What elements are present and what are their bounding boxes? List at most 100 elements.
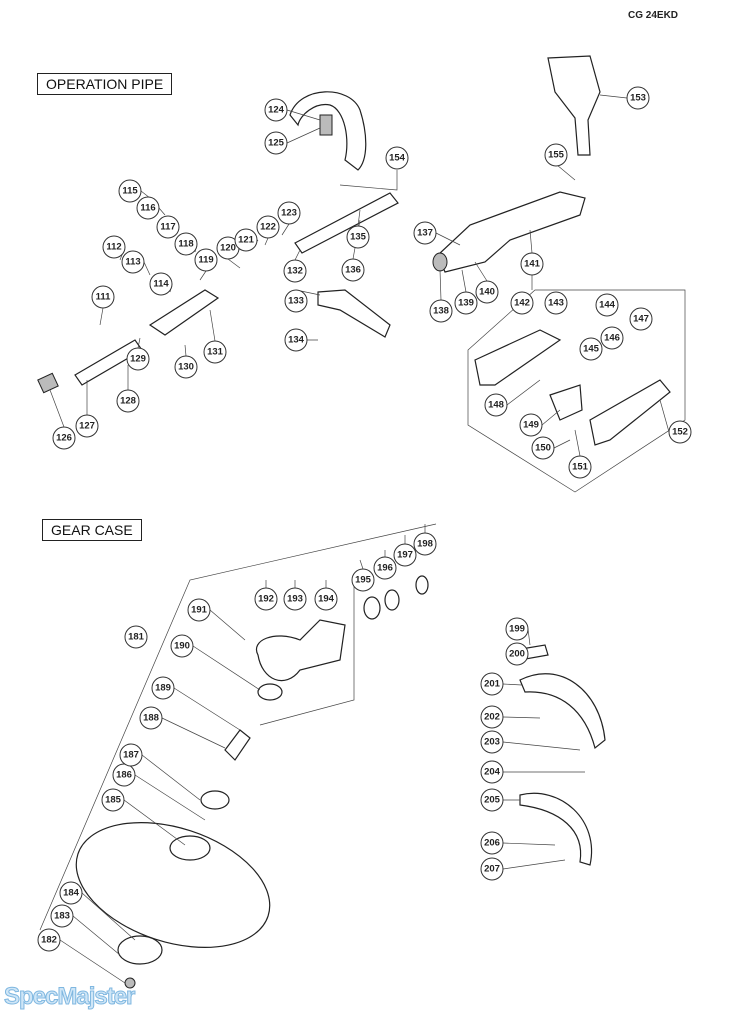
svg-text:147: 147 <box>633 314 649 325</box>
svg-text:153: 153 <box>630 93 646 104</box>
callout-143: 143 <box>544 291 568 315</box>
callouts: 111 112 113 114 115 116 117 118 119 120 … <box>37 86 692 952</box>
callout-189: 189 <box>151 676 175 700</box>
callout-150: 150 <box>531 436 555 460</box>
callout-196: 196 <box>373 556 397 580</box>
svg-text:133: 133 <box>288 296 304 307</box>
svg-text:124: 124 <box>268 105 285 116</box>
loop-handle-part <box>289 91 367 171</box>
callout-144: 144 <box>595 293 619 317</box>
svg-text:196: 196 <box>377 563 393 574</box>
callout-140: 140 <box>475 280 499 304</box>
callout-201: 201 <box>480 672 504 696</box>
section-title-gear-case: GEAR CASE <box>42 519 142 541</box>
callout-187: 187 <box>119 743 143 767</box>
svg-text:116: 116 <box>140 203 155 214</box>
svg-text:140: 140 <box>479 287 495 298</box>
svg-text:207: 207 <box>484 864 500 875</box>
svg-text:189: 189 <box>155 683 171 694</box>
callout-200: 200 <box>505 642 529 666</box>
callout-203: 203 <box>480 730 504 754</box>
model-label: CG 24EKD <box>628 10 679 21</box>
housing-half-left-part <box>474 329 562 386</box>
callout-146: 146 <box>600 326 624 350</box>
svg-text:127: 127 <box>79 421 95 432</box>
svg-text:202: 202 <box>484 712 500 723</box>
svg-text:188: 188 <box>143 713 159 724</box>
svg-text:181: 181 <box>128 632 145 643</box>
operation-pipe-part <box>148 289 220 336</box>
svg-text:200: 200 <box>509 649 525 660</box>
svg-text:137: 137 <box>417 228 433 239</box>
callout-111: 111 <box>91 285 115 309</box>
svg-text:112: 112 <box>106 242 121 253</box>
callout-149: 149 <box>519 413 543 437</box>
throttle-housing-part <box>437 191 586 273</box>
callout-117: 117 <box>156 215 180 239</box>
callout-191: 191 <box>187 598 211 622</box>
callout-115: 115 <box>118 179 142 203</box>
callout-128: 128 <box>116 389 140 413</box>
callout-141: 141 <box>520 252 544 276</box>
svg-text:193: 193 <box>287 594 303 605</box>
callout-154: 154 <box>385 146 409 170</box>
callout-116: 116 <box>136 196 160 220</box>
detail-box <box>467 289 686 493</box>
callout-139: 139 <box>454 291 478 315</box>
svg-text:154: 154 <box>389 153 406 164</box>
svg-text:206: 206 <box>484 838 500 849</box>
callout-114: 114 <box>149 272 173 296</box>
callout-118: 118 <box>174 232 198 256</box>
svg-text:144: 144 <box>599 300 616 311</box>
svg-text:205: 205 <box>484 795 501 806</box>
snap-ring-part <box>415 575 429 595</box>
callout-131: 131 <box>203 340 227 364</box>
svg-text:187: 187 <box>123 750 139 761</box>
svg-text:198: 198 <box>417 539 433 550</box>
gear-bearing-part <box>257 683 283 701</box>
holder-part <box>169 835 211 861</box>
callout-125: 125 <box>264 131 288 155</box>
gear-case-part <box>255 619 346 682</box>
blade-disc-part <box>75 822 271 948</box>
svg-text:145: 145 <box>583 344 600 355</box>
bearing-187-part <box>200 790 230 810</box>
svg-text:191: 191 <box>191 605 208 616</box>
svg-text:111: 111 <box>96 292 112 303</box>
svg-text:120: 120 <box>220 243 236 254</box>
svg-text:148: 148 <box>488 400 504 411</box>
callout-112: 112 <box>102 235 126 259</box>
svg-text:129: 129 <box>130 354 146 365</box>
svg-text:126: 126 <box>56 433 72 444</box>
callout-138: 138 <box>429 299 453 323</box>
callout-135: 135 <box>346 225 370 249</box>
callout-136: 136 <box>341 258 365 282</box>
svg-text:192: 192 <box>258 594 274 605</box>
bearing-196-part <box>384 589 400 611</box>
svg-text:186: 186 <box>116 770 132 781</box>
callout-151: 151 <box>568 455 592 479</box>
svg-text:114: 114 <box>153 279 169 290</box>
svg-text:146: 146 <box>604 333 620 344</box>
callout-119: 119 <box>194 248 218 272</box>
svg-text:136: 136 <box>345 265 361 276</box>
svg-text:139: 139 <box>458 298 474 309</box>
housing-cap-part <box>432 252 448 272</box>
svg-text:151: 151 <box>572 462 589 473</box>
section-title-operation-pipe: OPERATION PIPE <box>37 73 173 95</box>
svg-text:204: 204 <box>484 767 501 778</box>
handle-clamp-part <box>319 114 333 136</box>
callout-183: 183 <box>50 904 74 928</box>
callout-148: 148 <box>484 393 508 417</box>
callout-132: 132 <box>283 259 307 283</box>
callout-152: 152 <box>668 420 692 444</box>
svg-text:142: 142 <box>514 298 530 309</box>
cover-part <box>117 935 163 965</box>
svg-text:135: 135 <box>350 232 367 243</box>
callout-182: 182 <box>37 928 61 952</box>
callout-123: 123 <box>277 201 301 225</box>
svg-text:125: 125 <box>268 138 285 149</box>
callout-113: 113 <box>121 250 145 274</box>
callout-137: 137 <box>413 221 437 245</box>
svg-text:128: 128 <box>120 396 136 407</box>
